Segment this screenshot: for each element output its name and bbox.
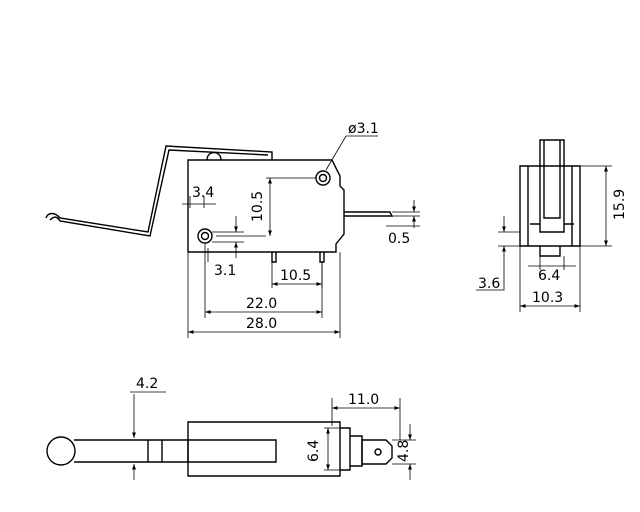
mounting-hole-bottom <box>197 228 213 244</box>
bottom-terminal-right <box>319 252 325 263</box>
dim-side-offset: 3.6 <box>478 276 500 292</box>
dim-tab-width: 4.8 <box>396 440 412 462</box>
dim-side-inner-width: 6.4 <box>538 268 560 284</box>
dim-lever-offset: 4.2 <box>136 376 158 392</box>
roller <box>46 436 76 466</box>
dim-terminal-length: 11.0 <box>348 392 379 408</box>
front-view: ø3.1 3.4 10.5 0.5 3.1 10.5 22.0 28.0 <box>45 121 420 338</box>
dim-body-width: 22.0 <box>246 296 277 312</box>
bottom-terminal-left <box>271 252 277 263</box>
dim-hole-diameter: ø3.1 <box>348 121 379 137</box>
terminal-tab <box>344 211 394 217</box>
mounting-hole-top <box>315 170 331 186</box>
dim-terminal-thickness: 0.5 <box>388 231 410 247</box>
dim-pivot-offset: 3.4 <box>192 185 214 201</box>
top-lever <box>74 439 277 463</box>
plunger <box>206 151 222 161</box>
top-terminal-tab <box>361 439 393 465</box>
dim-side-height: 15.9 <box>612 189 628 220</box>
side-view: 15.9 3.6 6.4 10.3 <box>476 139 628 312</box>
dim-hole-height: 10.5 <box>250 191 266 222</box>
top-terminal-block <box>340 427 351 471</box>
side-plunger <box>539 139 565 233</box>
actuator-lever <box>45 145 273 233</box>
side-body <box>519 165 581 247</box>
dim-side-width: 10.3 <box>532 290 563 306</box>
dim-pivot-drop: 3.1 <box>214 263 236 279</box>
dim-terminal-spacing: 10.5 <box>280 268 311 284</box>
dim-overall-width: 28.0 <box>246 316 277 332</box>
top-view: 4.2 11.0 6.4 4.8 <box>46 376 416 480</box>
side-terminal <box>539 246 561 257</box>
dim-terminal-width: 6.4 <box>306 440 322 462</box>
